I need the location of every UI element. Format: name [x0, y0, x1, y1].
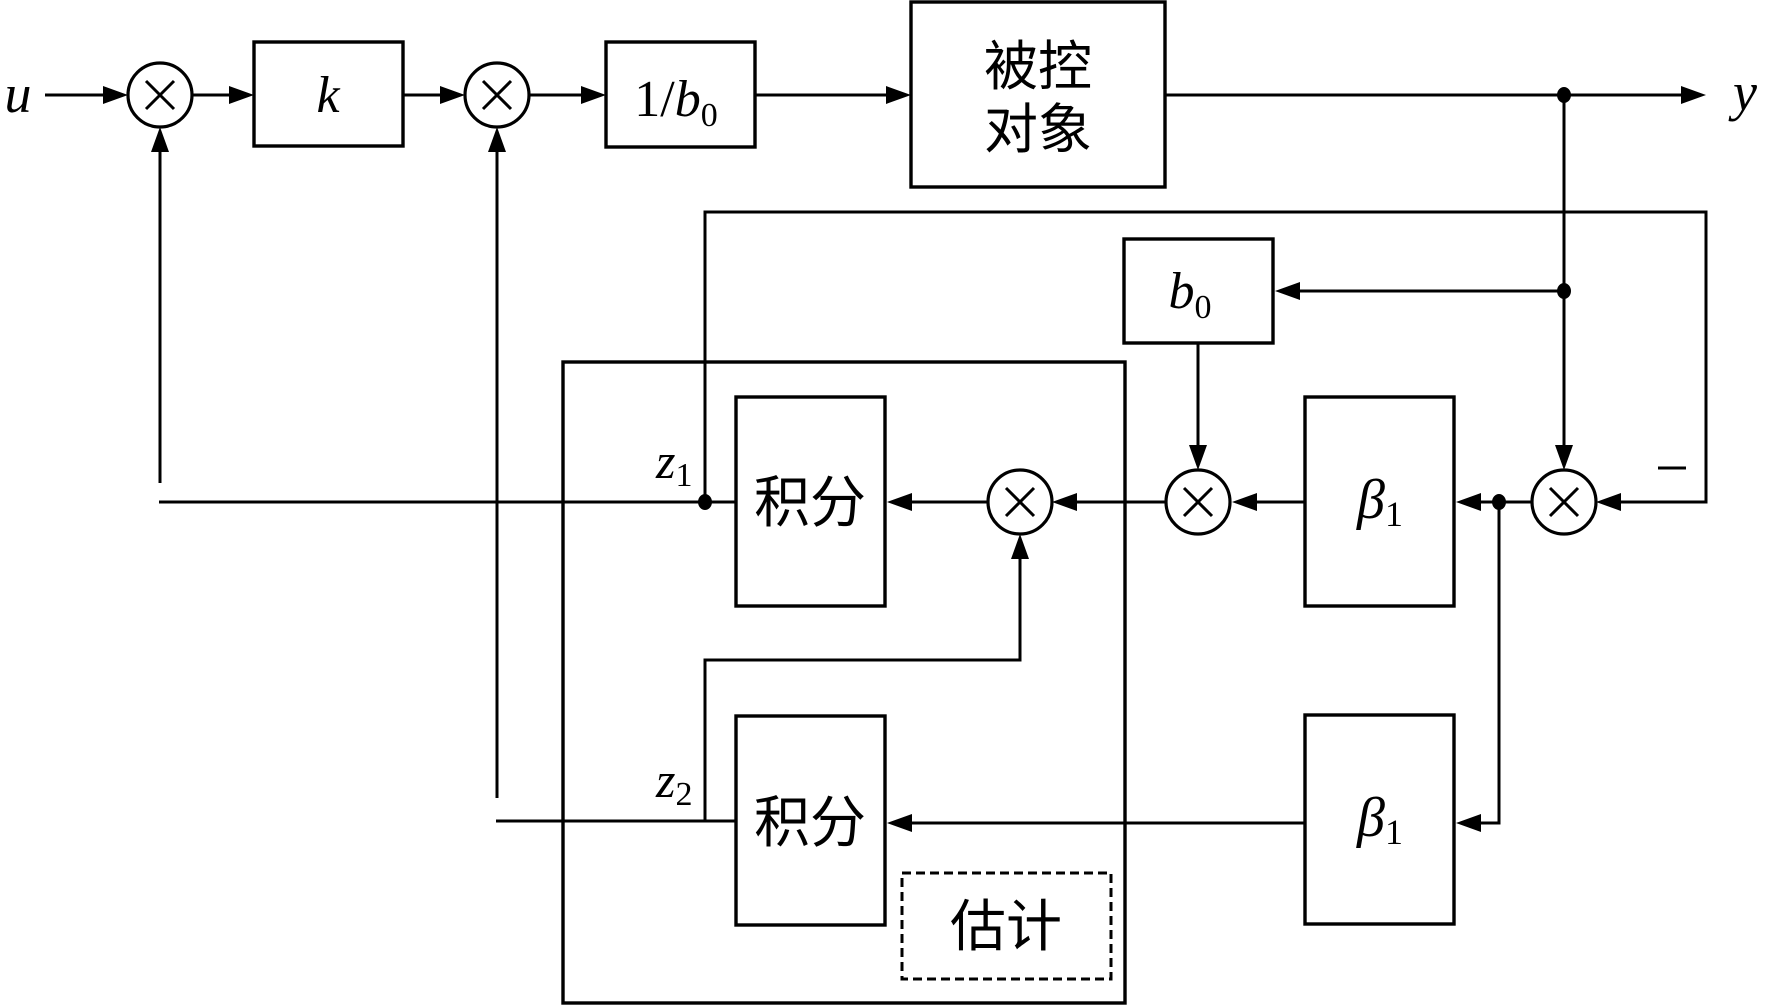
label-inv-b0: 1/b0 — [634, 71, 717, 134]
block-beta1-top — [1303, 395, 1456, 608]
arrowhead — [103, 86, 128, 104]
arrowhead — [887, 493, 912, 511]
block-gain-k — [252, 40, 405, 148]
arrowhead — [887, 814, 912, 832]
arrowhead — [1275, 282, 1300, 300]
junction-dot — [1557, 283, 1571, 299]
label-z2: z2 — [655, 752, 692, 813]
label-b0: b0 — [1169, 263, 1212, 326]
estimator-label-box — [900, 871, 1113, 981]
multiplier-after-k — [463, 61, 531, 129]
label-plant-line2: 对象 — [984, 98, 1092, 161]
junction-dot — [1557, 87, 1571, 103]
arrowhead — [1011, 534, 1029, 559]
arrowhead — [581, 86, 606, 104]
arrowhead — [1052, 493, 1077, 511]
label-integrator-1: 积分 — [754, 471, 866, 536]
block-beta1-bottom — [1303, 713, 1456, 926]
wire-err-to-beta2 — [1473, 502, 1501, 825]
multiplier-input — [126, 61, 194, 129]
block-b0 — [1122, 237, 1275, 345]
wire-z2-to-multmid — [703, 552, 1022, 821]
multiplier-mid — [986, 468, 1054, 536]
block-integrator-1 — [734, 395, 887, 608]
label-integrator-2: 积分 — [754, 791, 866, 856]
arrowhead — [1189, 445, 1207, 470]
arrowhead — [886, 86, 911, 104]
wire-z1-loop — [703, 210, 1708, 504]
label-beta1-bottom: β1 — [1356, 787, 1403, 852]
label-output-y: y — [1728, 62, 1757, 122]
arrowhead — [229, 86, 254, 104]
arrowhead — [1456, 493, 1481, 511]
multiplier-error — [1530, 468, 1598, 536]
junction-dot — [698, 494, 712, 510]
arrowhead — [1681, 86, 1706, 104]
multiplier-b0 — [1164, 468, 1232, 536]
arrowhead — [1555, 445, 1573, 470]
label-k: k — [316, 67, 340, 124]
arrowhead — [488, 127, 506, 152]
label-plant-line1: 被控 — [984, 35, 1092, 98]
arrowhead — [1456, 814, 1481, 832]
estimator-label: 估计 — [950, 895, 1062, 960]
block-plant — [909, 0, 1167, 189]
arrowhead — [1232, 493, 1257, 511]
arrowhead — [440, 86, 465, 104]
junction-dot — [1492, 494, 1506, 510]
block-integrator-2 — [734, 714, 887, 927]
label-z1: z1 — [655, 433, 692, 494]
label-input-u: u — [5, 64, 32, 124]
arrowhead — [1596, 493, 1621, 511]
block-inv-b0 — [604, 40, 757, 149]
arrowhead — [151, 127, 169, 152]
label-beta1-top: β1 — [1356, 469, 1403, 534]
